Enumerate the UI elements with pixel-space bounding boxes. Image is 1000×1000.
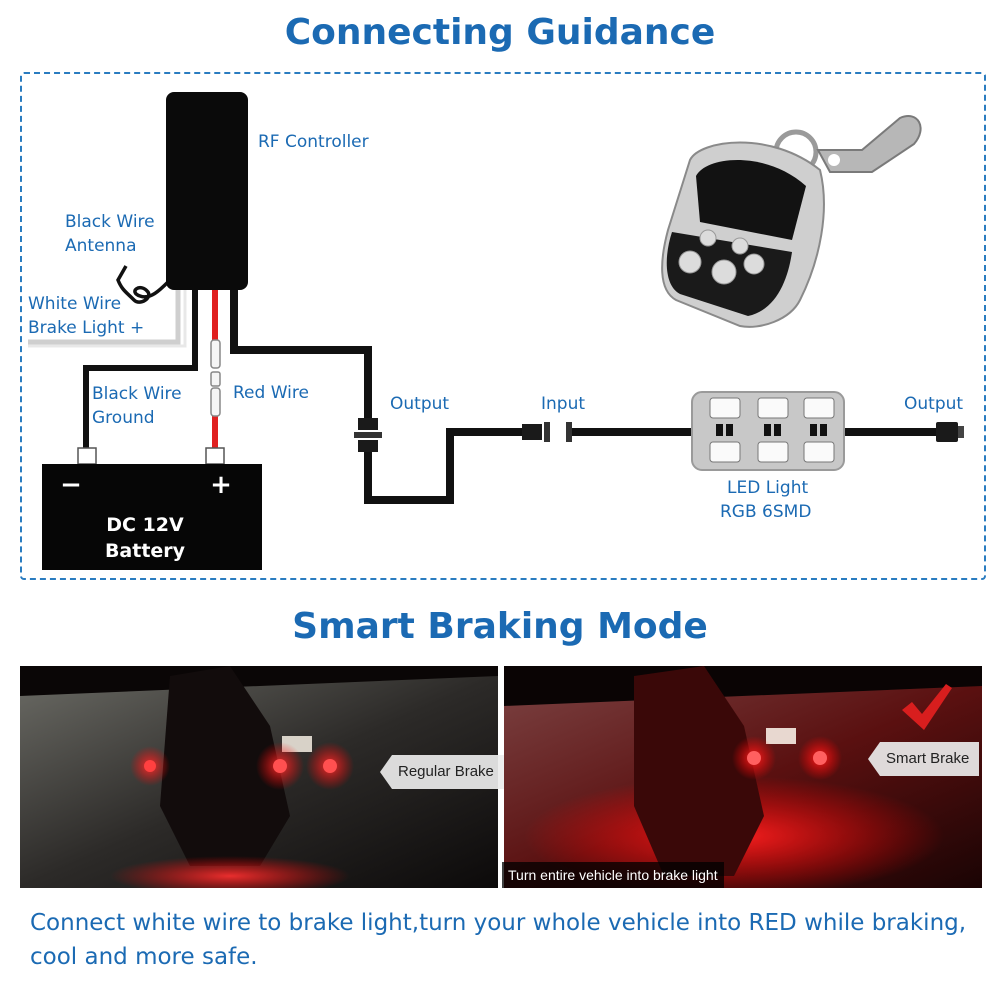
led-light-label-2: RGB 6SMD <box>720 502 812 522</box>
input-connector <box>522 422 572 442</box>
regular-brake-tag: Regular Brake <box>380 755 504 789</box>
battery-plus: + <box>210 470 232 500</box>
black-wire-antenna-label-1: Black Wire <box>65 212 155 232</box>
black-wire-antenna-label-2: Antenna <box>65 236 137 256</box>
white-wire <box>28 290 181 345</box>
black-wire-ground-label-2: Ground <box>92 408 155 428</box>
wiring-diagram-frame <box>20 72 986 580</box>
red-wire-label: Red Wire <box>233 383 309 403</box>
rf-controller-box <box>166 92 248 290</box>
fuse-holder <box>210 339 221 417</box>
battery <box>42 447 262 570</box>
output-connector-right <box>936 422 964 442</box>
wiring-diagram <box>28 92 964 570</box>
remote-keyfob-icon <box>661 115 922 328</box>
battery-minus: − <box>60 470 82 500</box>
battery-label-line1: DC 12V <box>106 514 184 536</box>
braking-caption: Connect white wire to brake light,turn y… <box>30 910 967 970</box>
led-module <box>691 391 845 471</box>
battery-label-line2: Battery <box>104 540 186 562</box>
smart-braking-heading: Smart Braking Mode <box>292 606 708 647</box>
white-wire-label-1: White Wire <box>28 294 122 314</box>
connecting-guidance-heading: Connecting Guidance <box>284 12 716 53</box>
black-wire-ground-label-1: Black Wire <box>92 384 182 404</box>
output-connector-left <box>354 418 382 452</box>
white-wire-label-2: Brake Light + <box>28 318 145 338</box>
smart-brake-photo <box>504 666 982 888</box>
output-wire <box>230 290 372 420</box>
input-label: Input <box>541 394 586 414</box>
led-light-label-1: LED Light <box>727 478 809 498</box>
check-mark-icon <box>902 684 952 730</box>
antenna-wire <box>116 265 170 304</box>
rf-controller-label: RF Controller <box>258 132 369 152</box>
output-left-label: Output <box>390 394 450 414</box>
output-right-label: Output <box>904 394 964 414</box>
smart-brake-banner: Turn entire vehicle into brake light <box>502 862 724 888</box>
smart-brake-tag: Smart Brake <box>868 742 980 776</box>
ground-wire <box>83 290 198 452</box>
